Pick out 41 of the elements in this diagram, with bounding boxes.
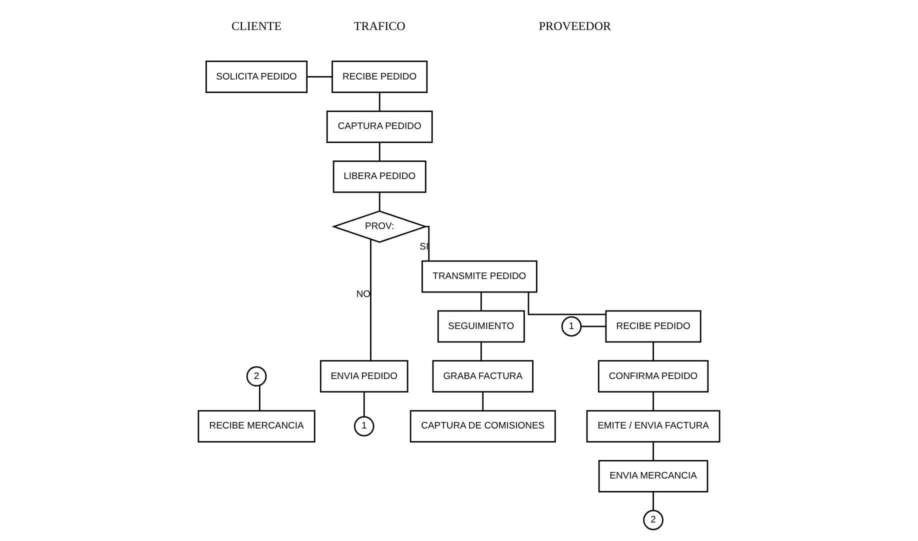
connector xyxy=(480,342,482,361)
node-box: LIBERA PEDIDO xyxy=(332,160,426,193)
node-circle: 2 xyxy=(643,510,664,530)
connector xyxy=(482,392,484,411)
node-diamond: PROV: xyxy=(332,210,428,243)
node-box: EMITE / ENVIA FACTURA xyxy=(586,410,720,442)
node-box: CAPTURA DE COMISIONES xyxy=(410,410,556,442)
connector xyxy=(306,76,332,78)
connector xyxy=(363,392,365,417)
label: TRAFICO xyxy=(354,19,406,34)
node-box: RECIBE MERCANCIA xyxy=(198,410,316,442)
connector xyxy=(378,192,380,211)
connector xyxy=(581,326,606,328)
node-box: ENVIA PEDIDO xyxy=(320,360,408,393)
label: PROVEEDOR xyxy=(538,19,612,34)
connector xyxy=(652,342,654,361)
node-box: RECIBE PEDIDO xyxy=(605,310,702,343)
node-box: RECIBE PEDIDO xyxy=(332,60,428,94)
connector xyxy=(528,292,606,316)
connector xyxy=(652,442,654,460)
node-box: CONFIRMA PEDIDO xyxy=(598,360,709,393)
connector xyxy=(652,492,654,510)
connector xyxy=(378,142,380,161)
connector xyxy=(259,386,260,410)
node-circle: 1 xyxy=(561,316,582,337)
connector xyxy=(370,239,372,361)
node-box: SEGUIMIENTO xyxy=(437,310,525,343)
node-circle: 1 xyxy=(354,416,374,436)
label: CLIENTE xyxy=(231,19,282,34)
edge-label: SI xyxy=(420,242,429,253)
connector xyxy=(378,92,380,112)
node-box: ENVIA MERCANCIA xyxy=(598,460,708,492)
node-circle: 2 xyxy=(246,366,267,387)
connector xyxy=(425,226,430,261)
node-box: GRABA FACTURA xyxy=(432,360,534,393)
edge-label: NO xyxy=(356,289,371,300)
node-box: TRANSMITE PEDIDO xyxy=(422,260,538,293)
node-box: SOLICITA PEDIDO xyxy=(206,60,308,94)
connector xyxy=(480,292,482,311)
node-box: CAPTURA PEDIDO xyxy=(326,110,433,143)
connector xyxy=(652,392,654,411)
